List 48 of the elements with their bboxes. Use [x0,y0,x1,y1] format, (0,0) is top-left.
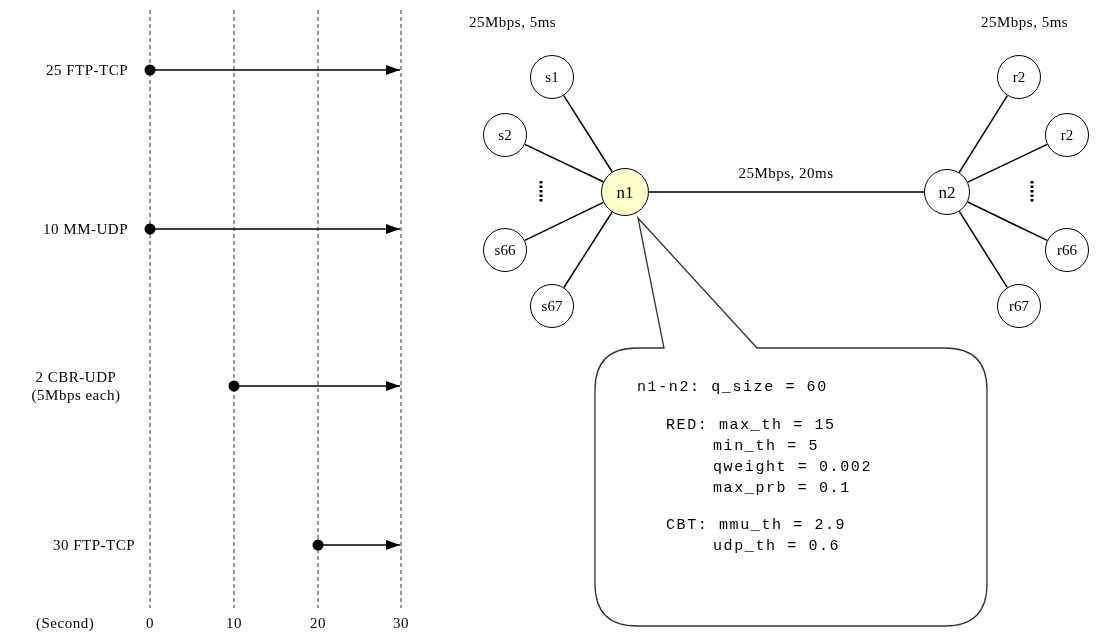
tick-label: 10 [226,614,242,632]
flow-label: 10 MM-UDP [43,220,128,238]
flow-label: 25 FTP-TCP [45,61,128,79]
node-label: s2 [498,127,512,143]
link-line [524,201,605,242]
flow-label: 30 FTP-TCP [52,536,135,554]
network-node-circle [601,168,649,216]
tick-label: 0 [146,614,154,632]
parameter-text: min_th = 5 [713,438,819,456]
parameter-text: CBT: mmu_th = 2.9 [666,517,847,535]
flow-label: 2 CBR-UDP (5Mbps each) [30,368,122,404]
network-node-circle [924,169,970,215]
link-line [967,143,1048,183]
node-label: n1 [616,183,634,201]
link-line [958,210,1008,289]
network-node-circle [530,284,574,328]
link-line [563,211,613,289]
tick-label: 20 [310,614,326,632]
network-node-circle [1045,113,1089,157]
link-line [958,94,1009,174]
network-node-circle [483,113,527,157]
link-label: 25Mbps, 5ms [469,13,557,31]
network-node-circle [483,228,527,272]
link-line [563,94,613,173]
link-line [648,191,925,193]
link-label: 25Mbps, 5ms [981,13,1069,31]
parameter-text: RED: max_th = 15 [666,417,836,435]
parameter-text: max_prb = 0.1 [713,480,851,498]
node-label: s67 [541,298,563,314]
network-node-circle [997,55,1041,99]
tick-label: 30 [393,614,409,632]
network-node-circle [530,55,574,99]
node-label: r67 [1009,298,1029,314]
callout-bubble [593,216,989,628]
node-label: r66 [1057,242,1077,258]
node-label: r2 [1012,69,1026,85]
node-label: r2 [1060,127,1074,143]
node-label: n2 [938,183,956,201]
network-node-circle [1045,228,1089,272]
node-label: s1 [545,69,559,85]
axis-unit-label: (Second) [36,614,95,632]
node-label: s66 [494,242,516,258]
network-node-circle [997,284,1041,328]
parameter-text: udp_th = 0.6 [713,538,841,556]
parameter-text: n1-n2: q_size = 60 [637,379,828,397]
link-line [524,143,605,183]
link-line [966,201,1048,242]
parameter-text: qweight = 0.002 [713,459,873,477]
